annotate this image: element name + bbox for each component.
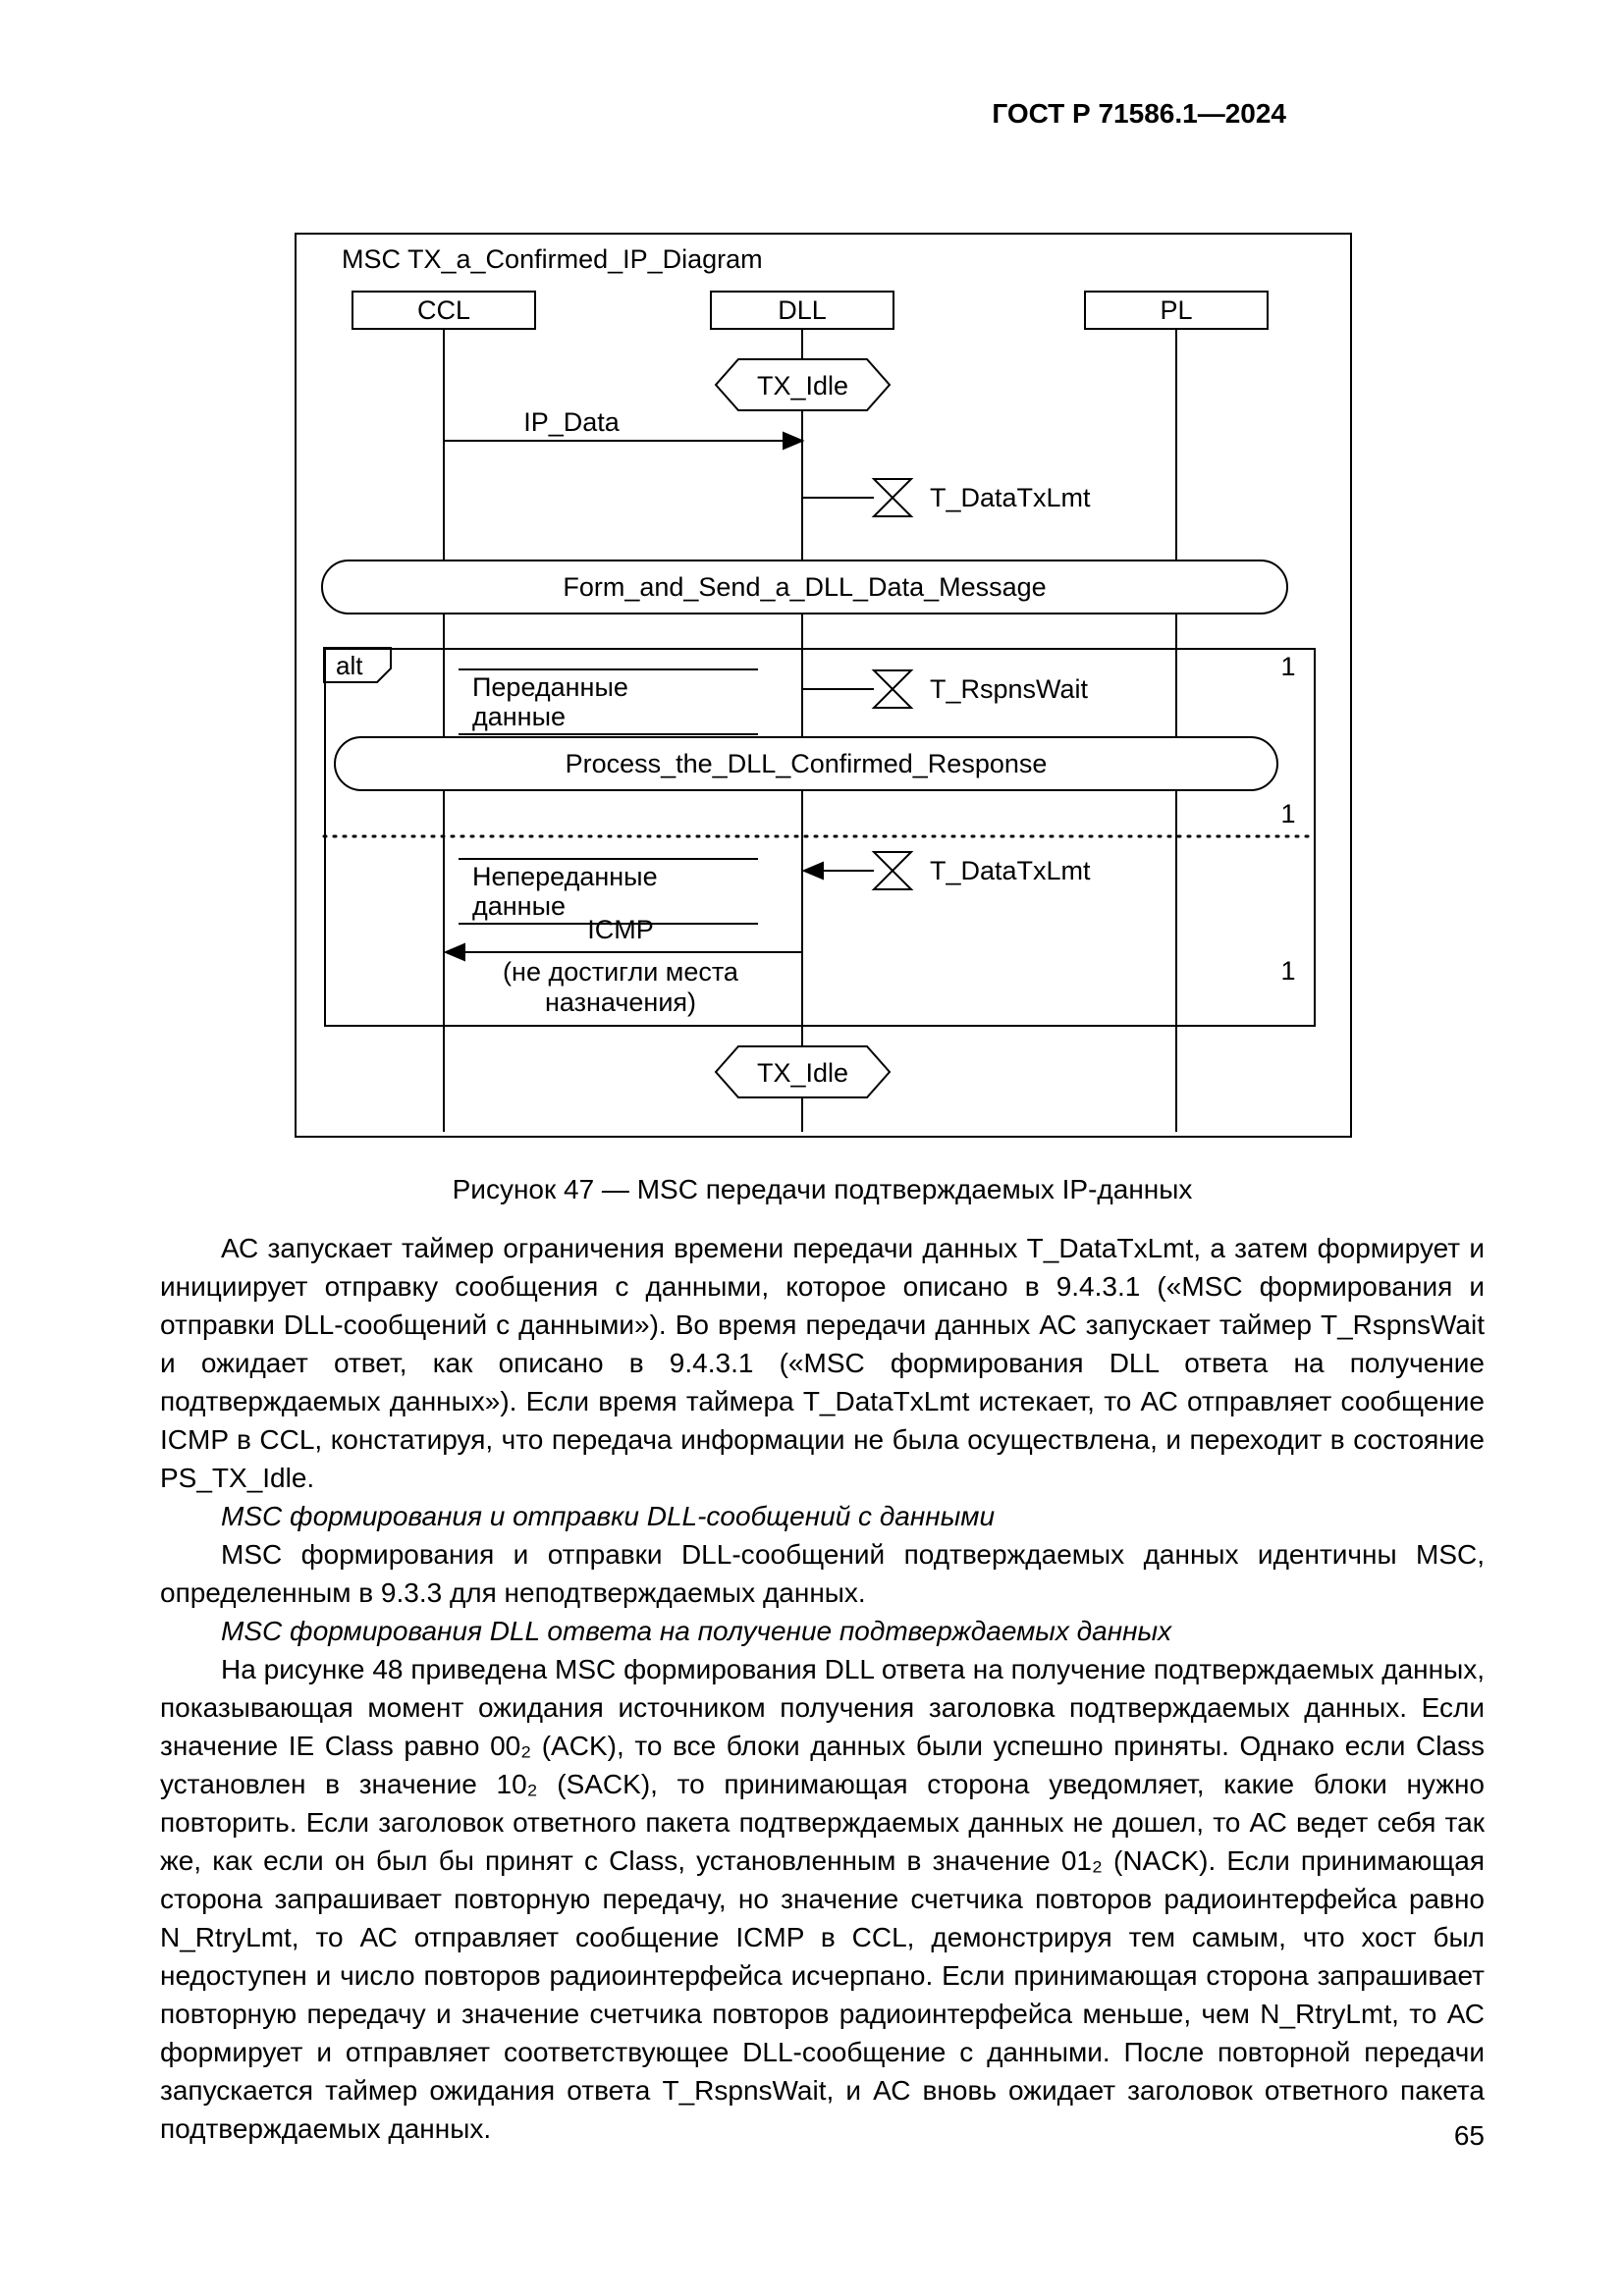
icmp-note: (не достигли места назначения) <box>449 957 792 1018</box>
state-hexagon-top <box>714 358 892 411</box>
icmp-arrowhead <box>443 942 465 962</box>
lifeline-header-dll: DLL <box>710 291 894 330</box>
state-hexagon-bottom <box>714 1045 892 1098</box>
message-label-ip-data: IP_Data <box>523 407 620 437</box>
paragraph-4-heading: MSC формирования DLL ответа на получение… <box>221 1616 1172 1646</box>
timer1-hourglass-icon <box>871 478 914 517</box>
diagram-linework <box>322 328 1318 1132</box>
timer-label-rspnswait: T_RspnsWait <box>930 674 1089 704</box>
state-label-tx-idle-bottom: TX_Idle <box>756 1058 849 1088</box>
alt-operator-label: alt <box>336 651 363 680</box>
timer-label-datatxlmt-1: T_DataTxLmt <box>930 483 1091 512</box>
action-process-confirmed-response: Process_the_DLL_Confirmed_Response <box>334 736 1278 791</box>
msc-diagram-figure-47: MSC TX_a_Confirmed_IP_Diagram CCL DLL PL… <box>295 233 1352 1138</box>
diagram-title: MSC TX_a_Confirmed_IP_Diagram <box>342 244 763 274</box>
state-label-tx-idle-top: TX_Idle <box>756 371 849 400</box>
condition-untransmitted-line2: данные <box>472 891 567 921</box>
alt-branch-marker-3: 1 <box>1280 956 1296 986</box>
condition-transmitted-line2: данные <box>472 702 567 731</box>
paragraph-5: На рисунке 48 приведена MSC формирования… <box>160 1654 1485 2144</box>
icmp-note-line1: (не достигли места <box>503 957 738 987</box>
alt-branch-marker-2: 1 <box>1280 799 1296 828</box>
ip-data-arrowhead <box>783 431 805 451</box>
lifeline-header-ccl: CCL <box>352 291 536 330</box>
timer2-hourglass-icon <box>871 669 914 709</box>
condition-transmitted-data: Переданные данные <box>459 668 758 735</box>
paragraph-1: АС запускает таймер ограничения времени … <box>160 1233 1485 1493</box>
condition-untransmitted-data: Непереданные данные <box>459 858 758 925</box>
condition-untransmitted-line1: Непереданные <box>472 862 658 891</box>
lifeline-header-pl: PL <box>1084 291 1269 330</box>
alt-branch-marker-1: 1 <box>1280 652 1296 681</box>
timer-label-datatxlmt-2: T_DataTxLmt <box>930 856 1091 885</box>
figure-caption: Рисунок 47 — MSC передачи подтверждаемых… <box>452 1174 1193 1204</box>
page-number: 65 <box>1453 2120 1485 2151</box>
paragraph-2-heading: MSC формирования и отправки DLL-сообщени… <box>221 1501 996 1531</box>
alt-frame <box>324 648 1316 1027</box>
icmp-note-line2: назначения) <box>544 988 697 1017</box>
running-header: ГОСТ Р 71586.1—2024 <box>992 98 1286 129</box>
message-label-icmp: ICMP <box>587 915 654 944</box>
condition-transmitted-line1: Переданные <box>472 672 628 702</box>
body-text: АС запускает таймер ограничения времени … <box>160 1229 1485 2148</box>
paragraph-3: MSC формирования и отправки DLL-сообщени… <box>160 1539 1485 1608</box>
timer3-hourglass-icon <box>871 851 914 890</box>
timer3-arrowhead <box>801 861 824 881</box>
action-form-and-send-message: Form_and_Send_a_DLL_Data_Message <box>321 560 1288 614</box>
